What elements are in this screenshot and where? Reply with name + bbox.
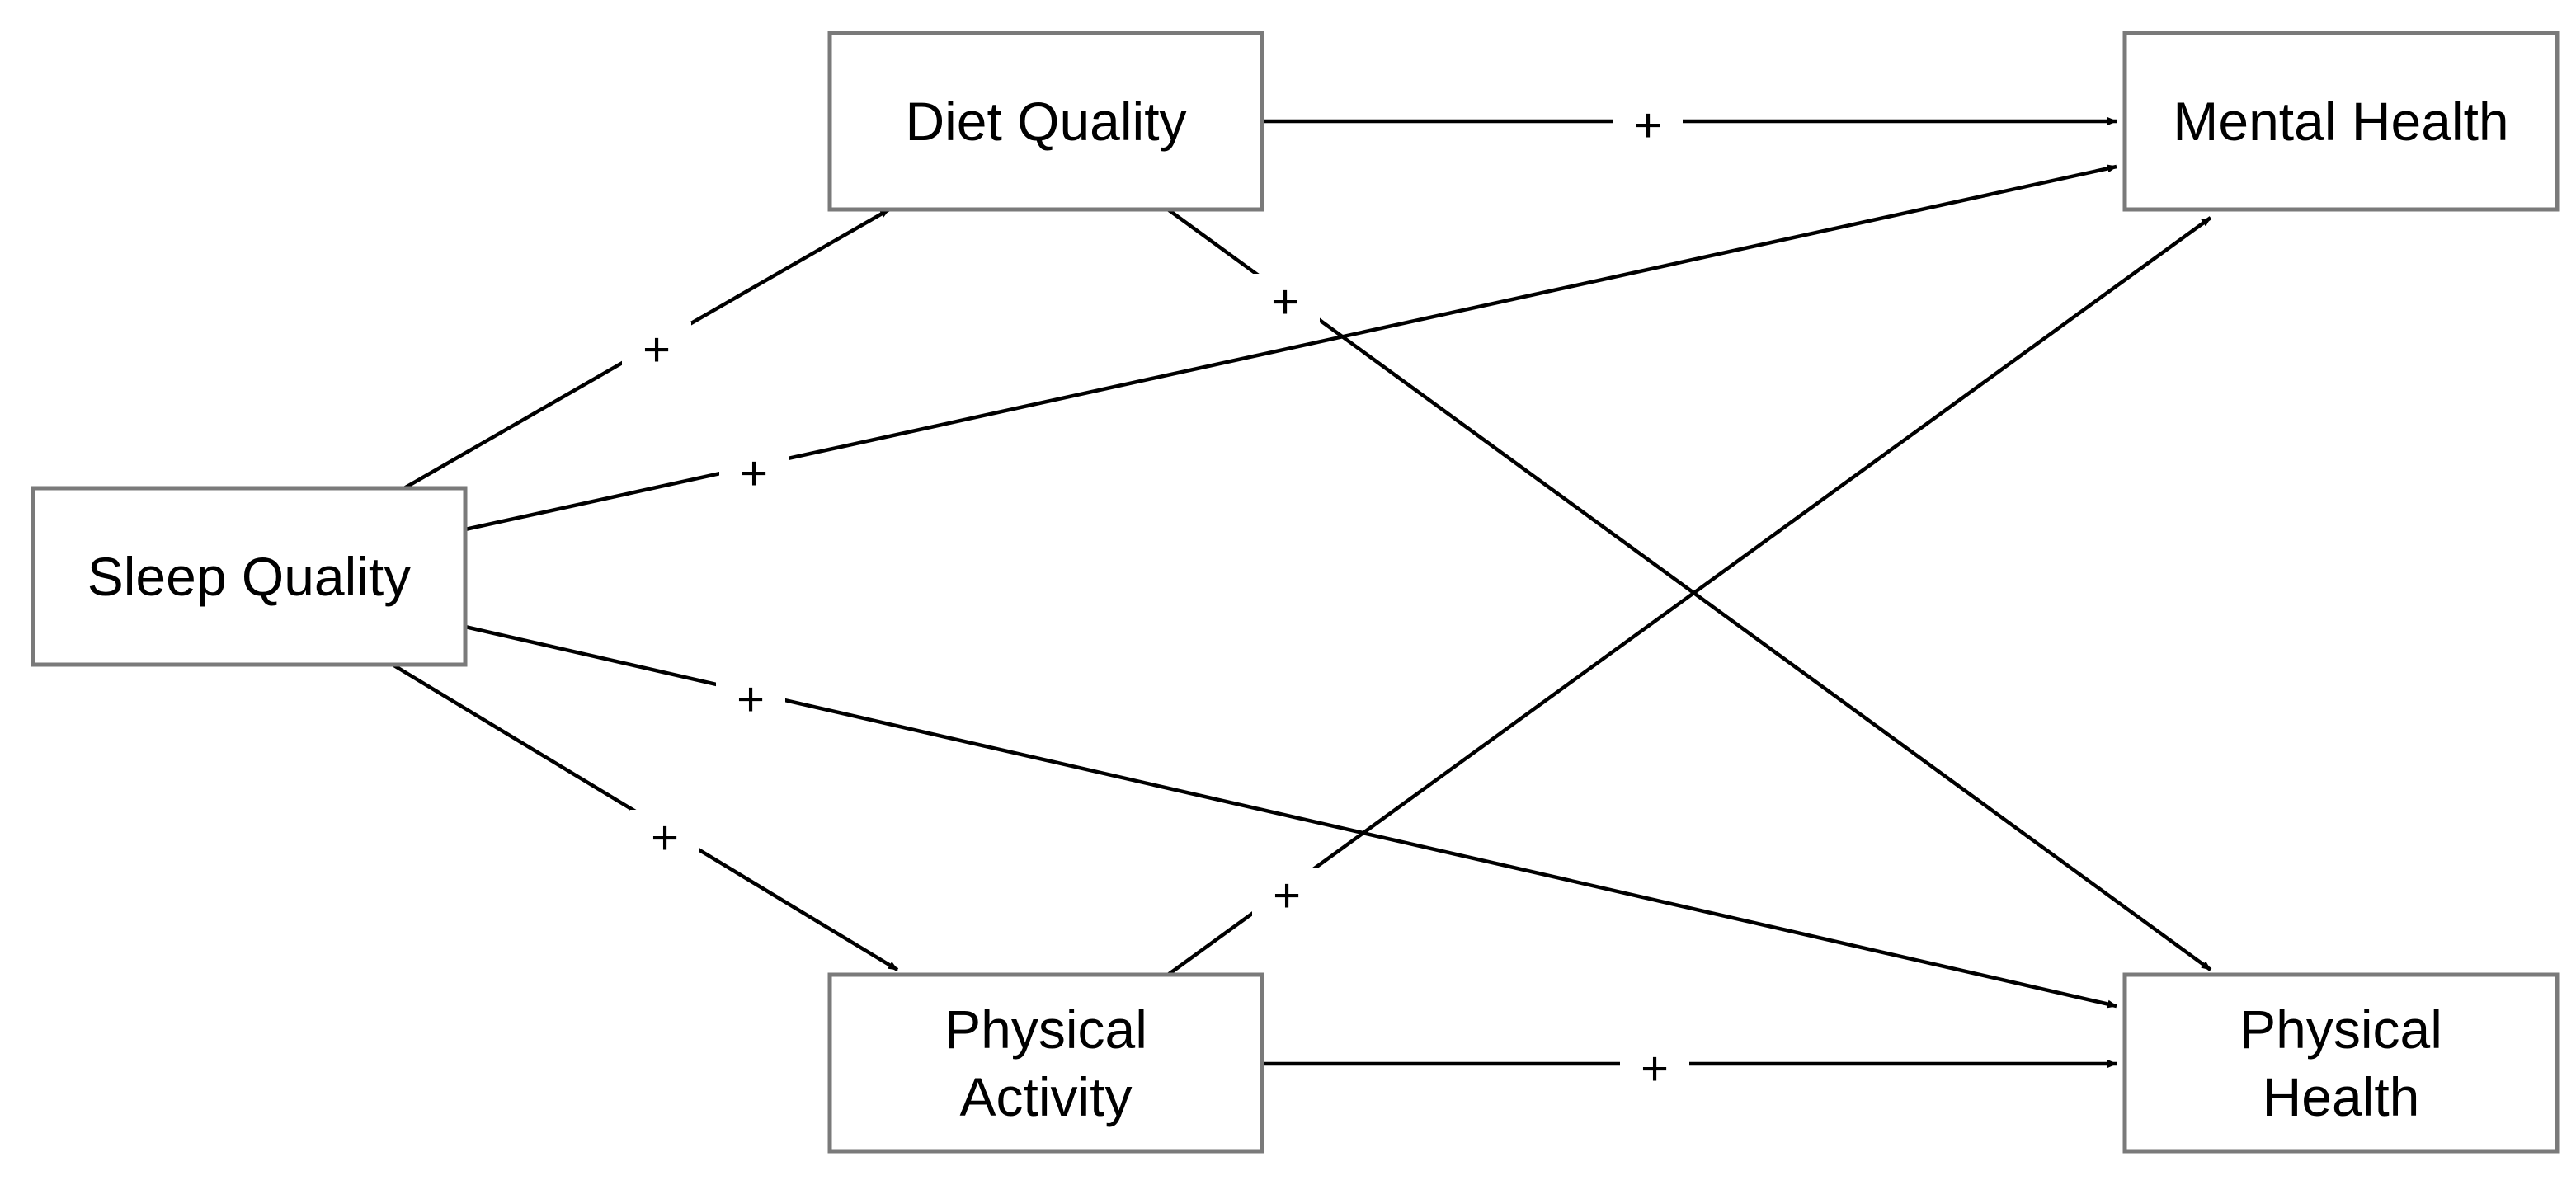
node-label-mental: Mental Health — [2173, 91, 2508, 152]
node-label-activity: Physical — [944, 999, 1147, 1060]
node-sleep: Sleep Quality — [31, 486, 468, 667]
edge-diet-to-physical — [1166, 208, 2212, 971]
edge-label-background — [622, 322, 691, 378]
edge-label-diet-to-mental: + — [1634, 99, 1662, 153]
edge-label-sleep-to-mental: + — [740, 447, 768, 501]
edge-label-background — [1250, 274, 1320, 330]
edge-label-diet-to-physical: + — [1271, 275, 1299, 329]
edge-label-sleep-to-physical: + — [737, 673, 765, 727]
edge-label-background — [1620, 1041, 1689, 1097]
edge-label-activity-to-mental: + — [1273, 869, 1301, 923]
node-mental: Mental Health — [2122, 31, 2560, 212]
node-box-sleep — [31, 486, 468, 667]
edge-label-background — [630, 810, 699, 866]
node-box-activity — [827, 972, 1264, 1154]
edge-label-activity-to-physical: + — [1641, 1042, 1669, 1096]
edge-label-background — [716, 671, 785, 727]
edge-sleep-to-mental — [464, 164, 2117, 532]
node-label-diet: Diet Quality — [905, 91, 1186, 152]
edge-label-background — [1613, 97, 1683, 153]
edge-label-sleep-to-diet: + — [643, 323, 671, 377]
node-label-physical: Health — [2263, 1066, 2420, 1127]
edges-layer: + + + + + + + + — [391, 97, 2212, 1097]
node-box-physical — [2122, 972, 2560, 1154]
edge-label-background — [1252, 868, 1321, 924]
node-box-diet — [827, 31, 1264, 212]
node-box-mental — [2122, 31, 2560, 212]
edge-activity-to-mental — [1166, 216, 2212, 976]
node-diet: Diet Quality — [827, 31, 1264, 212]
node-label-activity: Activity — [959, 1066, 1132, 1127]
edge-label-background — [719, 445, 789, 501]
node-label-sleep: Sleep Quality — [87, 546, 412, 607]
edge-label-sleep-to-activity: + — [651, 811, 679, 865]
edge-sleep-to-physical — [464, 624, 2117, 1009]
node-label-physical: Physical — [2239, 999, 2442, 1060]
